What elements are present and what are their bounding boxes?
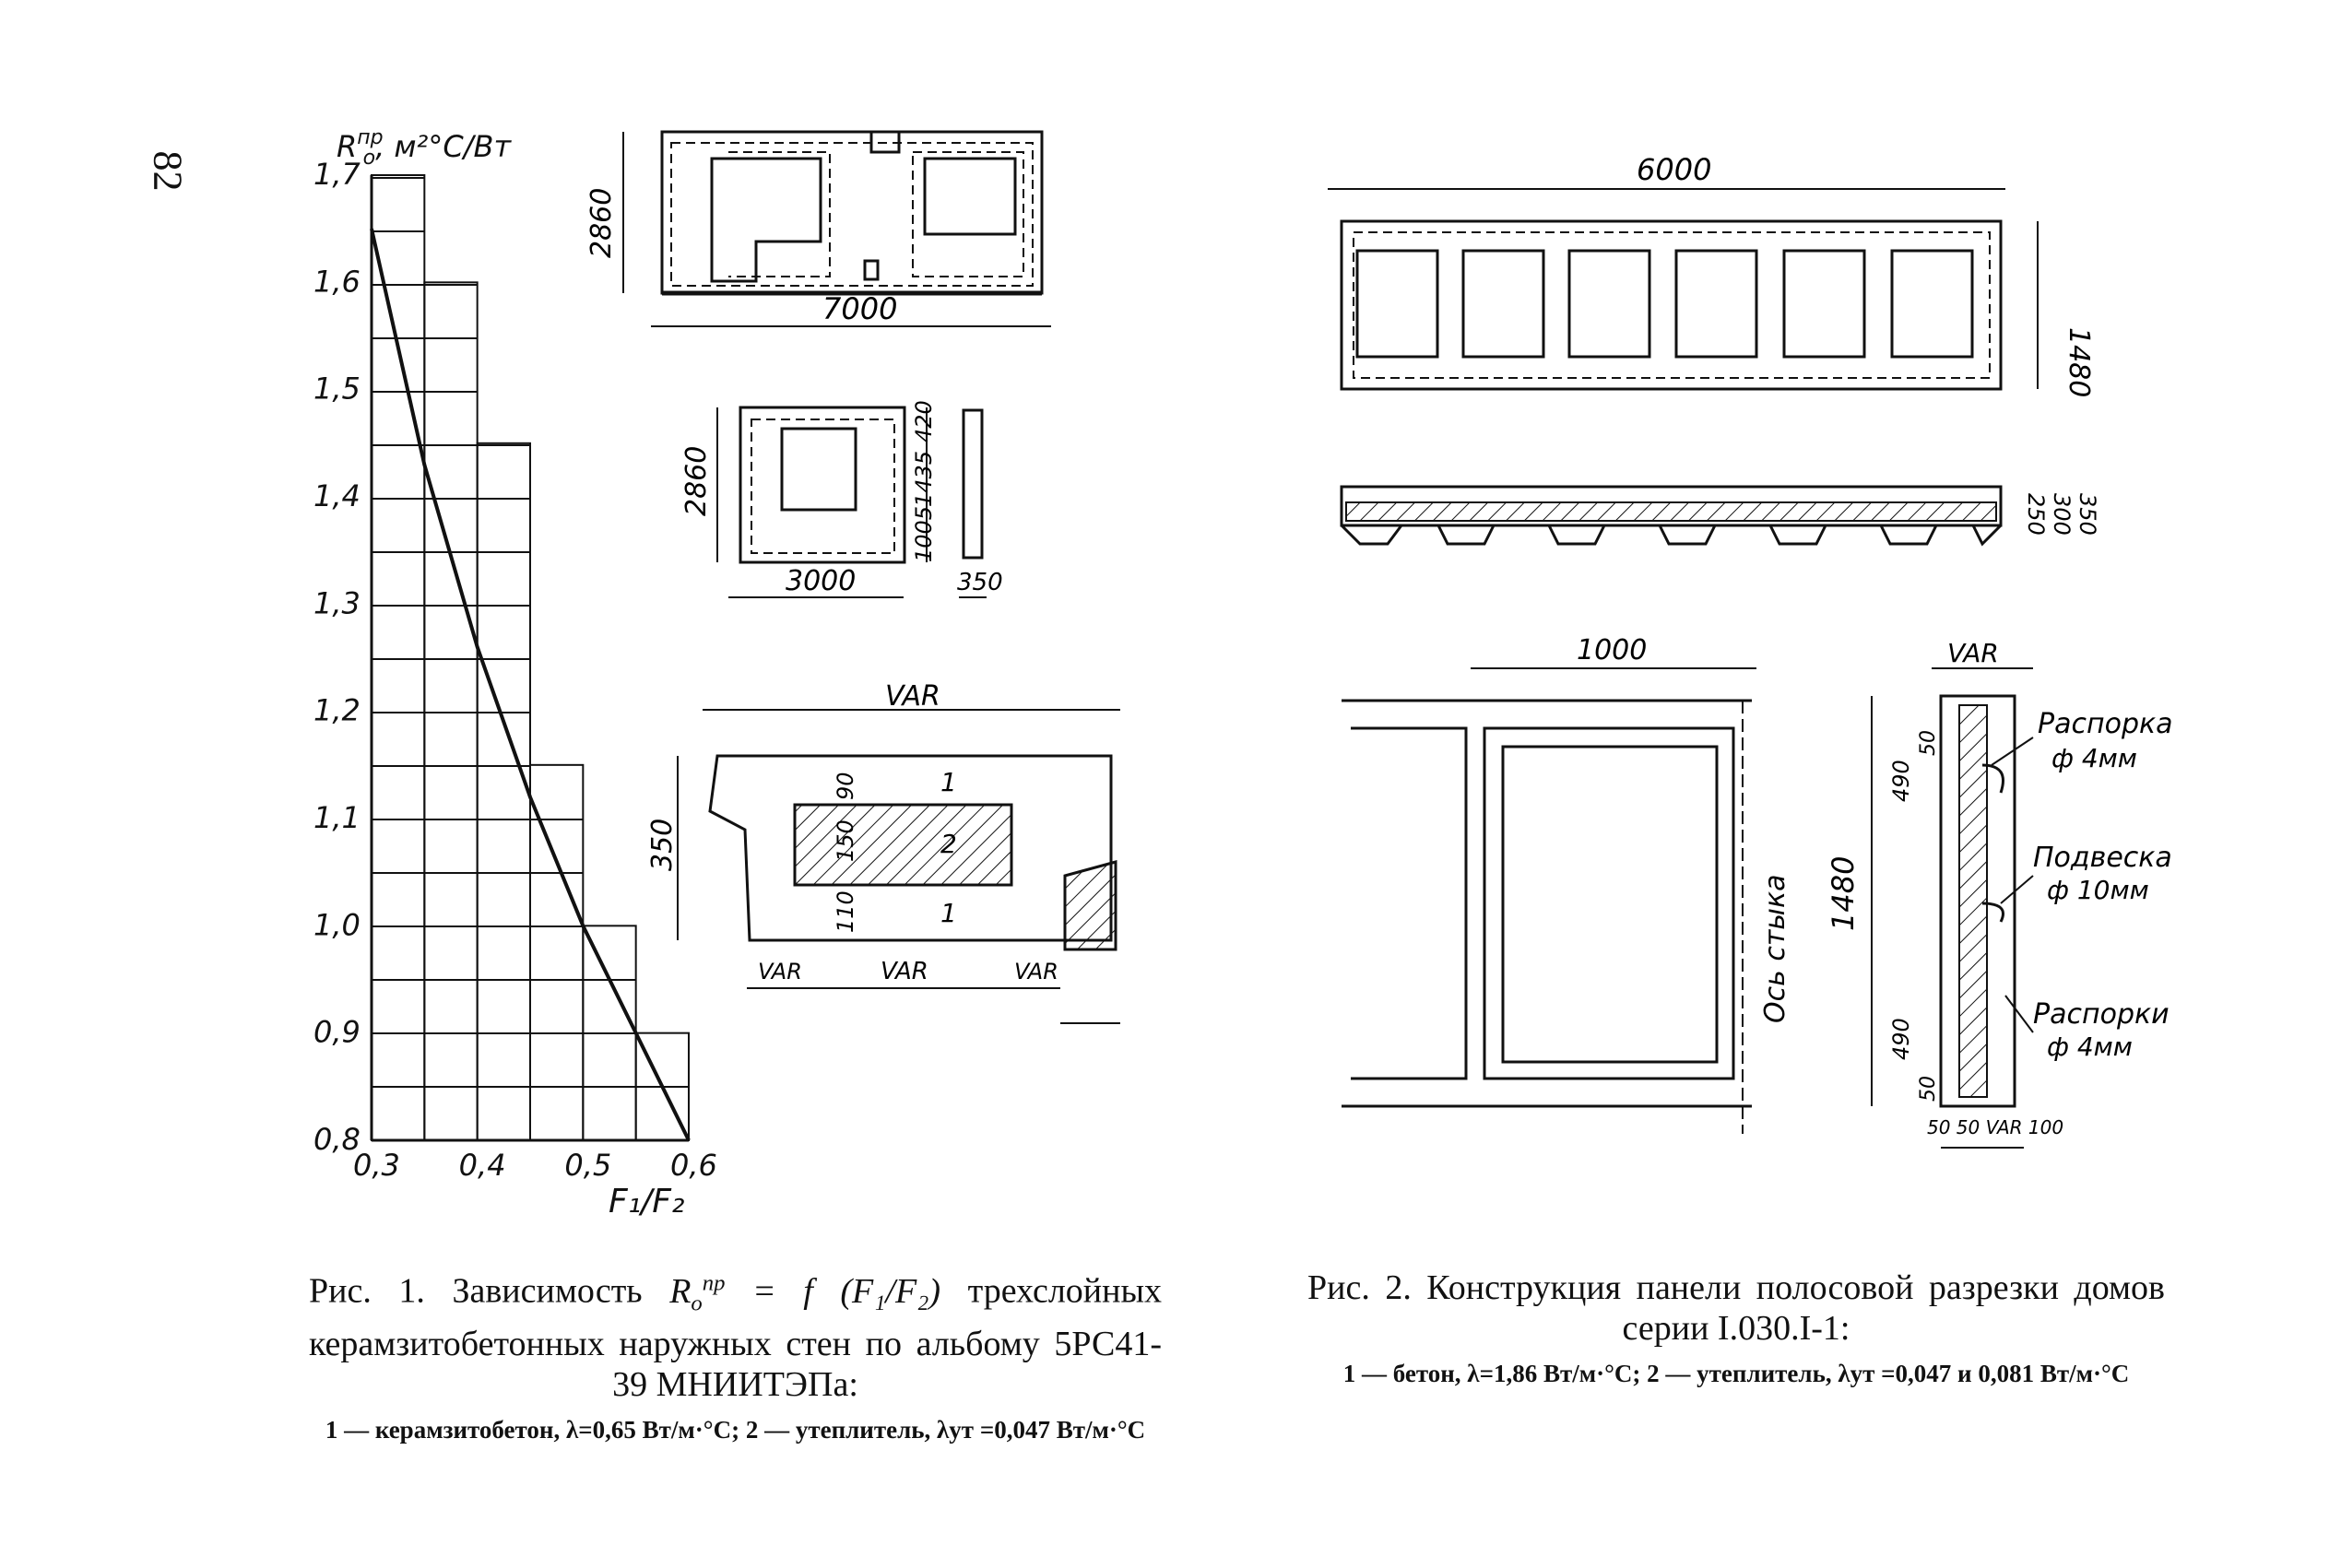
y-tick-label: 0,8 (313, 1122, 361, 1157)
var-b: VAR (881, 958, 928, 985)
wall-section-drawing (677, 709, 1120, 1024)
grid-column (476, 442, 532, 1142)
panel-7000-drawing (622, 130, 1051, 327)
fig2-legend-1: 1 — бетон, λ=1,86 Вт/м·°С; 2 — утеплител… (1342, 1360, 1972, 1387)
sec-c: 350 (2075, 493, 2100, 536)
panel2-dim-c: 1005 (911, 506, 937, 562)
y-tick-label: 1,1 (313, 800, 361, 835)
fig1-caption-sub: о (691, 1291, 703, 1316)
note-1b: ф 4мм (2051, 743, 2137, 773)
det-var: VAR (1947, 638, 1999, 668)
x-axis-label: F₁/F₂ (609, 1183, 684, 1220)
panel2-width: 3000 (786, 565, 856, 597)
fig1-caption-sup: пр (702, 1270, 726, 1295)
section-d1: 90 (833, 772, 858, 800)
y-tick-label: 1,7 (313, 157, 361, 192)
note-3: Распорки (2033, 998, 2170, 1031)
fig1-legend-2: 2 — утеплитель, (745, 1416, 931, 1444)
layer-1: 1 (940, 767, 957, 797)
chart-series-line (370, 228, 691, 1141)
note-2b: ф 10мм (2047, 875, 2149, 905)
y-tick-label: 0,9 (313, 1015, 361, 1050)
det-490a: 490 (1888, 760, 1914, 802)
panel-6000-height: 1480 (2063, 327, 2095, 397)
fig1-legend-1: 1 — керамзитобетон, λ=0,65 Вт/м·°С; (325, 1416, 740, 1444)
panel2-height: 2860 (680, 446, 713, 516)
section-var-top: VAR (885, 680, 940, 713)
layer-2: 2 (940, 829, 957, 859)
fig2-caption: Рис. 2. Конструкция панели полосовой раз… (1307, 1267, 2165, 1393)
fig1-legend-3: λут =0,047 Вт/м·°С (937, 1416, 1146, 1444)
y-tick-label: 1,6 (313, 264, 361, 299)
panel-3000-drawing (716, 406, 987, 598)
sec-a: 250 (2023, 493, 2049, 536)
fig2-caption-text: Рис. 2. Конструкция панели полосовой раз… (1307, 1268, 2165, 1348)
x-tick-label: 0,5 (564, 1148, 611, 1183)
fig1-caption: Рис. 1. Зависимость Rопр = f (F₁/F₂) тре… (309, 1263, 1162, 1449)
fig1-caption-prefix: Рис. 1. Зависимость (309, 1271, 643, 1311)
sec-b: 300 (2049, 493, 2075, 536)
y-tick-label: 1,5 (313, 371, 361, 407)
panel-6000-width: 6000 (1637, 152, 1711, 187)
section-d2: 150 (833, 819, 858, 862)
section-d3: 110 (833, 890, 858, 933)
det-height: 1480 (1826, 856, 1861, 931)
panel2-dim-a: 420 (911, 400, 937, 442)
chart-grid (371, 174, 691, 1142)
detail-width: 1000 (1577, 634, 1647, 666)
detail-1000-drawing (1342, 667, 2034, 1149)
grid-column (423, 281, 479, 1142)
fig2-legend-2: 0,081 Вт/м·°С (1978, 1360, 2130, 1387)
panel1-width: 7000 (822, 291, 897, 326)
fig1-chart (370, 174, 691, 1142)
var-a: VAR (758, 959, 802, 984)
var-c: VAR (1014, 959, 1058, 984)
chart-tick-labels: 0,8 0,9 1,0 1,1 1,2 1,3 1,4 1,5 1,6 1,7 0,3 0,4 0,5 0… (313, 157, 717, 1183)
panel2-dim-b: 1435 (911, 451, 937, 507)
det-bottom: 50 50 VAR 100 (1927, 1116, 2063, 1138)
panel-6000-drawing (1328, 188, 2039, 547)
fig1-caption-tail: трехслойных керамзитобетонных наружных с… (309, 1271, 1162, 1405)
panel1-height: 2860 (585, 188, 618, 258)
y-tick-label: 1,0 (313, 907, 361, 942)
grid-column (371, 174, 426, 1141)
y-tick-label: 1,2 (313, 693, 361, 728)
x-tick-label: 0,3 (353, 1148, 400, 1183)
section-height: 350 (646, 819, 679, 871)
fig1-caption-R: R (669, 1271, 692, 1311)
note-2: Подвеска (2033, 842, 2172, 874)
x-tick-label: 0,6 (670, 1148, 717, 1183)
x-tick-label: 0,4 (459, 1148, 506, 1183)
panel2-section-width: 350 (957, 569, 1003, 596)
y-tick-label: 1,4 (313, 478, 361, 513)
layer-1b: 1 (940, 898, 957, 928)
y-tick-label: 1,3 (313, 585, 361, 620)
det-50b: 50 (1917, 1076, 1940, 1102)
det-50a: 50 (1917, 730, 1940, 756)
note-1: Распорка (2038, 708, 2172, 740)
det-490b: 490 (1888, 1018, 1914, 1060)
note-3b: ф 4мм (2047, 1032, 2133, 1062)
fig1-caption-formula: = f (F₁/F₂) (752, 1271, 941, 1311)
axis-joint-label: Ось стыка (1759, 875, 1791, 1023)
